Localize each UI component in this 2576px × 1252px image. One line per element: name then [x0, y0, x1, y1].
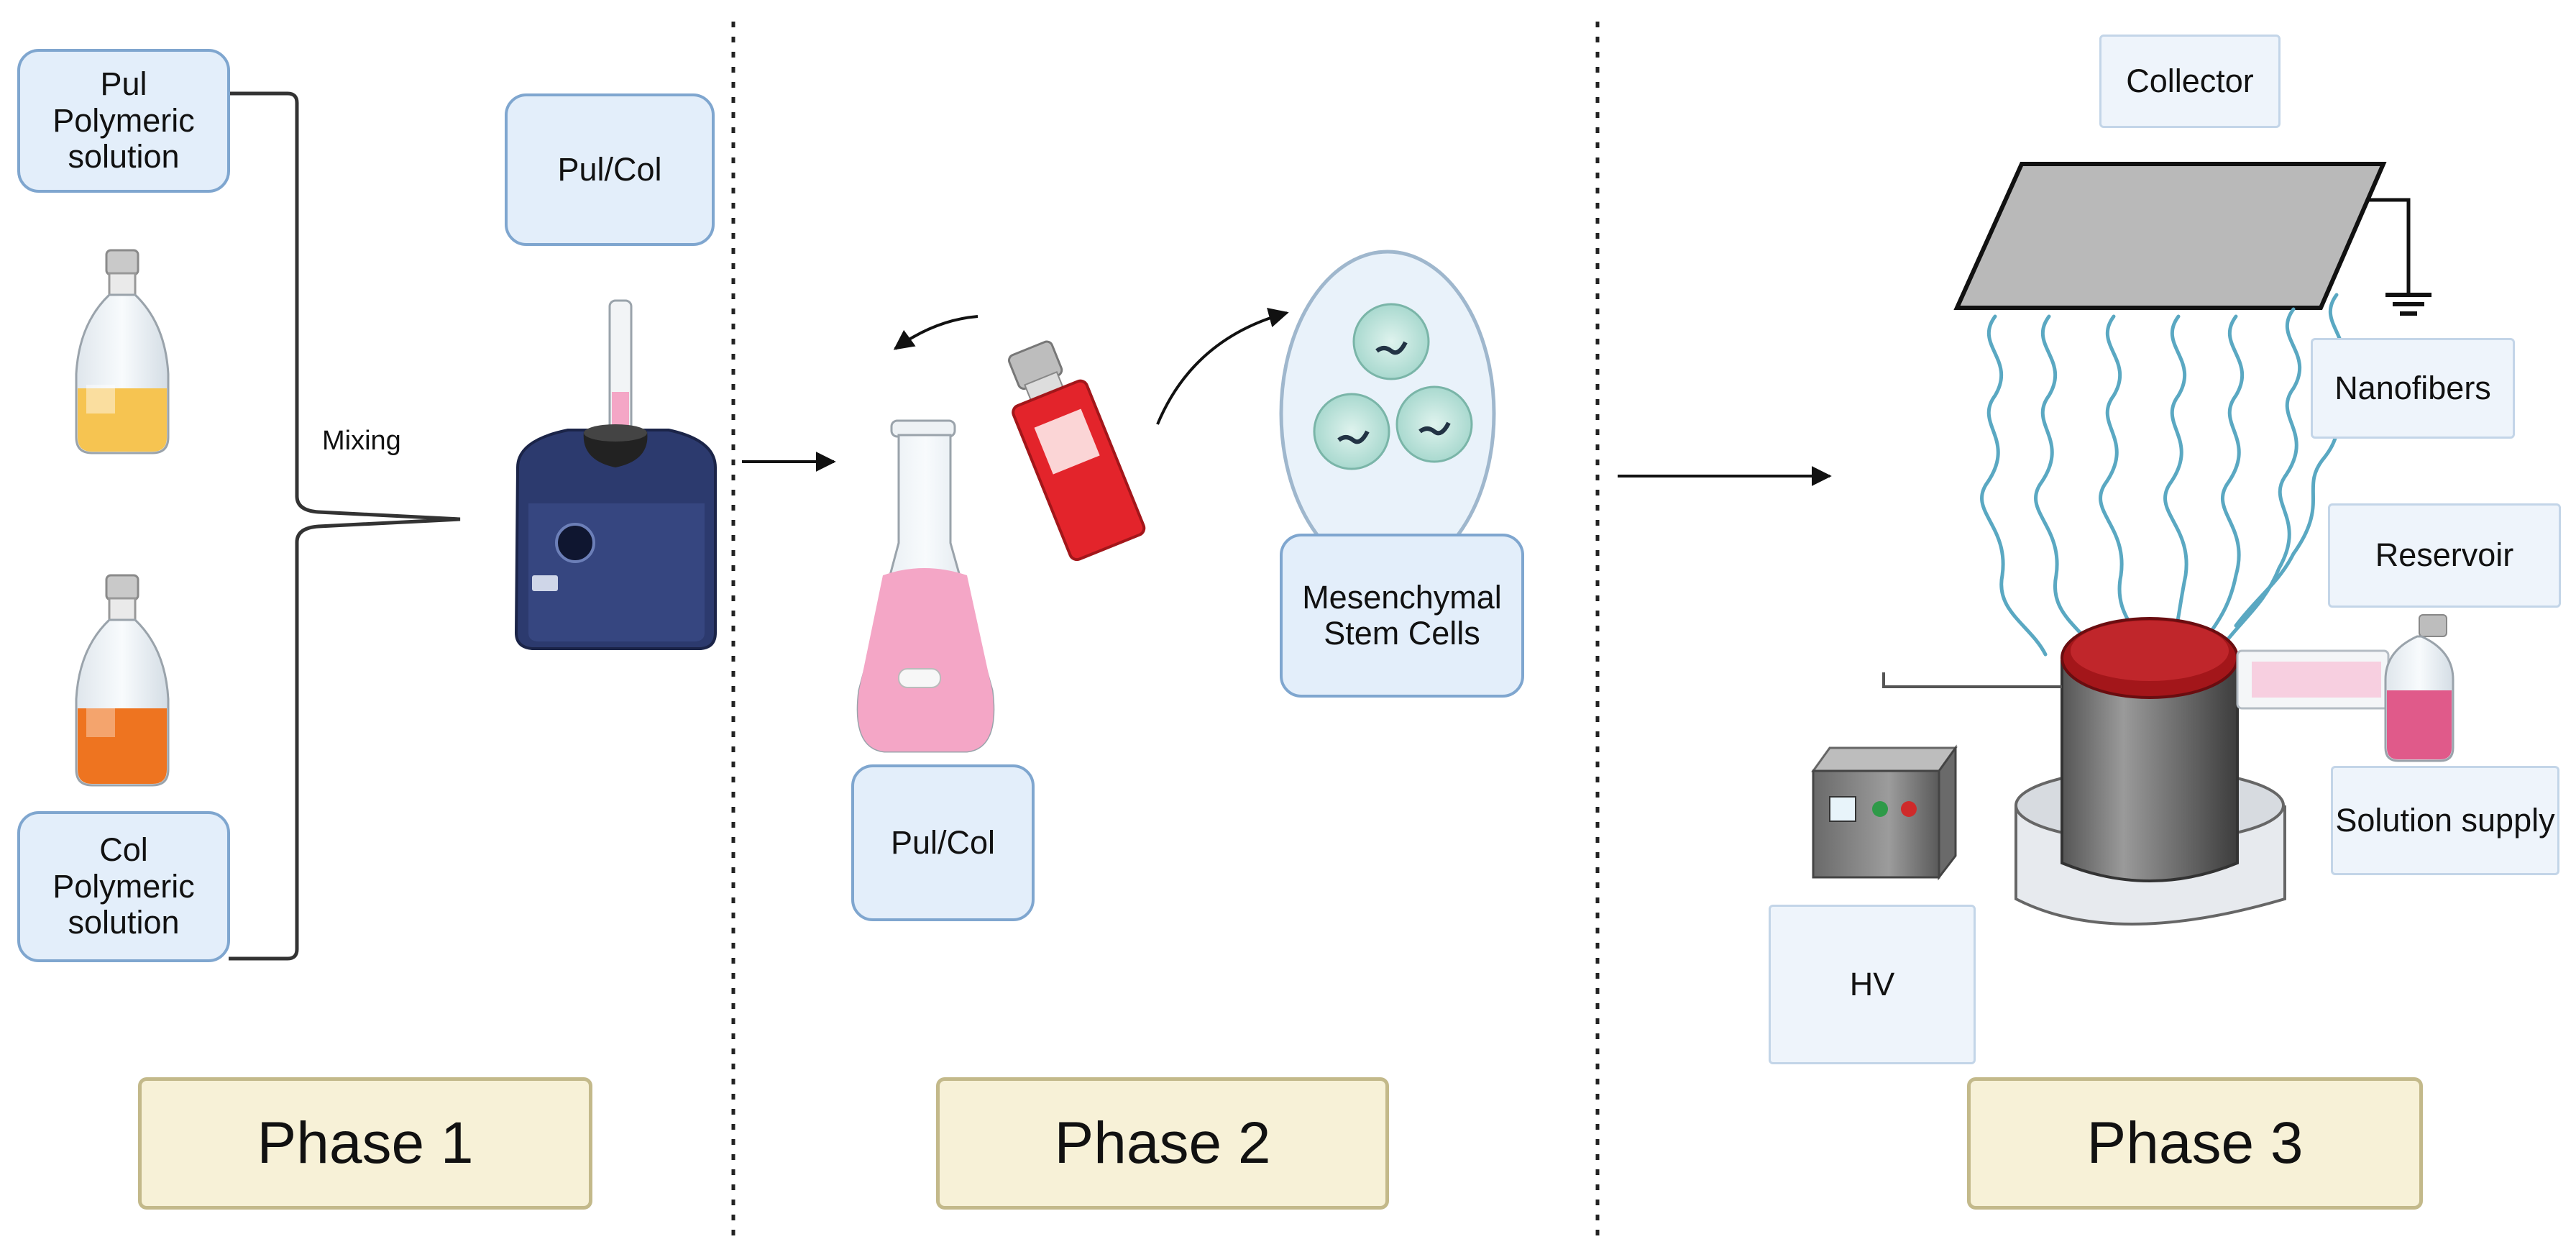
collector-label: Collector	[2099, 35, 2281, 128]
vortex-mixer-icon	[514, 299, 717, 650]
phase-1-label: Phase 1	[138, 1077, 592, 1210]
pul-bottle-icon	[75, 249, 170, 454]
flask-label: Pul/Col	[851, 764, 1035, 921]
spinneret-icon	[2014, 617, 2286, 926]
mixing-label: Mixing	[322, 426, 401, 456]
col-solution-label: Col Polymeric solution	[17, 811, 230, 962]
hv-label: HV	[1769, 905, 1976, 1064]
reservoir-label: Reservoir	[2328, 503, 2561, 608]
stem-cells-icon	[1279, 250, 1496, 577]
phase-2-label: Phase 2	[936, 1077, 1389, 1210]
mixing-bracket	[229, 91, 461, 961]
stem-cells-label: Mesenchymal Stem Cells	[1280, 534, 1524, 698]
collector-plate-icon	[1953, 162, 2431, 316]
curved-arrow-right	[1156, 308, 1289, 425]
phase-3-label: Phase 3	[1967, 1077, 2423, 1210]
nanofibers-icon	[1980, 293, 2345, 657]
culture-flask-icon	[1007, 340, 1146, 562]
erlenmeyer-flask-icon	[856, 419, 995, 753]
pul-solution-label: Pul Polymeric solution	[17, 49, 230, 193]
curved-arrow-left	[893, 315, 978, 350]
solution-supply-icon	[2236, 614, 2454, 762]
nanofibers-label: Nanofibers	[2311, 338, 2515, 439]
hv-power-supply-icon	[1811, 672, 2062, 881]
col-bottle-icon	[75, 574, 170, 787]
solution-supply-label: Solution supply	[2331, 766, 2559, 875]
pul-col-mix-label: Pul/Col	[505, 93, 715, 246]
